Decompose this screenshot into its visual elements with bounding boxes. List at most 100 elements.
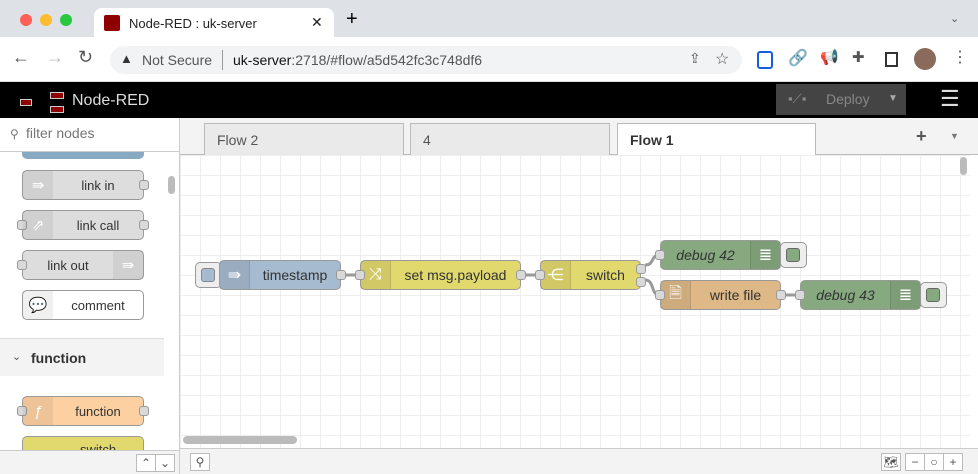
address-bar[interactable]: ▲ Not Secure uk-server:2718/#flow/a5d542… [110,46,742,74]
file-icon: 🗎 [661,281,691,309]
node-write-file[interactable]: 🗎 write file [655,280,786,310]
shuffle-icon: ⤨ [361,261,391,289]
side-panel-icon[interactable] [885,52,898,67]
input-port[interactable] [655,290,665,300]
canvas-vertical-scrollbar[interactable] [960,157,967,175]
node-timestamp[interactable]: ⇛timestamp [219,260,346,290]
node-label: timestamp [262,267,328,283]
input-port[interactable] [795,290,805,300]
flow-canvas[interactable]: ⇛timestamp ⤨ set msg.payload ⋲ switch debu… [180,155,970,448]
app-name: Node-RED [72,92,150,109]
output-port [139,220,149,230]
palette-node-link-call[interactable]: ⇗link call [17,210,149,240]
deploy-label: Deploy [826,91,870,107]
node-label: switch [586,267,625,283]
collapse-all-button[interactable]: ⌃ [136,454,156,472]
node-label: debug 42 [676,247,735,263]
expand-all-button[interactable]: ⌄ [155,454,175,472]
extensions-puzzle-icon[interactable]: ✚ [852,49,865,66]
input-port[interactable] [535,270,545,280]
node-label: link out [47,257,89,273]
deploy-icon: ▪⟋▪ [788,91,807,106]
close-window-button[interactable] [20,14,32,26]
palette-node-partial[interactable] [22,152,144,159]
profile-avatar[interactable] [914,48,936,70]
url-text[interactable]: uk-server:2718/#flow/a5d542fc3c748df6 [233,52,482,68]
filter-nodes-field[interactable]: ⚲ [0,118,179,152]
node-palette: ⚲ ⇛link in ⇗link call link out ⇛ 💬 comment… [0,118,180,474]
zoom-out-button[interactable]: − [905,453,925,471]
security-label[interactable]: Not Secure [142,52,213,68]
browser-menu-icon[interactable]: ⋮ [952,49,968,66]
zoom-reset-button[interactable]: ○ [924,453,944,471]
reload-button[interactable]: ↻ [78,47,94,67]
chevron-down-icon: ⌄ [12,351,22,363]
node-label: link in [81,177,115,193]
inject-button[interactable] [195,262,222,288]
workspace-footer: ⚲ 🗺 − ○ + [180,448,978,474]
node-debug-42[interactable]: debug 42 ≣ [655,240,781,270]
browser-tab[interactable]: Node-RED : uk-server ✕ [94,8,334,38]
input-port[interactable] [355,270,365,280]
node-switch[interactable]: ⋲ switch [535,260,646,290]
search-flows-button[interactable]: ⚲ [190,453,210,471]
navigator-map-button[interactable]: 🗺 [881,453,901,471]
close-tab-icon[interactable]: ✕ [311,14,323,30]
back-button[interactable]: ← [12,47,30,67]
tab-list-chevron-icon[interactable]: ⌄ [950,13,960,25]
input-port [17,220,27,230]
node-red-header: Node-RED ▪⟋▪ Deploy ▼ ☰ [0,82,978,118]
tab-flow-2[interactable]: Flow 2 [204,123,404,155]
deploy-dropdown-icon[interactable]: ▼ [888,93,898,104]
input-port [17,406,27,416]
output-port[interactable] [516,270,526,280]
palette-node-link-in[interactable]: ⇛link in [22,170,149,200]
debug-list-icon: ≣ [750,241,780,269]
comment-icon: 💬 [23,291,53,319]
debug-list-icon: ≣ [890,281,920,309]
deploy-button[interactable]: ▪⟋▪ Deploy ▼ [776,84,906,115]
debug-43-toggle[interactable] [920,282,947,308]
share-icon[interactable]: ⇪ [689,50,701,66]
megaphone-extension-icon[interactable]: 📢 [820,49,839,66]
palette-node-comment[interactable]: 💬 comment [22,290,144,320]
output-port-2[interactable] [636,277,646,287]
category-label: function [31,350,87,366]
workspace-tabs: Flow 2 4 Flow 1 + ▼ [180,118,978,156]
node-label: comment [71,297,125,313]
palette-scrollbar[interactable] [166,156,178,450]
input-port [17,260,27,270]
palette-scroll-thumb[interactable] [168,176,175,194]
bitwarden-extension-icon[interactable] [757,51,773,69]
tab-flow-1[interactable]: Flow 1 [617,123,816,156]
output-port-1[interactable] [636,264,646,274]
tab-4[interactable]: 4 [410,123,610,155]
node-label: set msg.payload [404,267,507,283]
palette-node-switch[interactable]: switch [22,436,144,450]
link-extension-icon[interactable]: 🔗 [788,50,808,67]
filter-nodes-input[interactable] [24,124,164,142]
main-menu-icon[interactable]: ☰ [940,86,960,111]
bookmark-star-icon[interactable]: ☆ [715,51,730,68]
palette-category-function[interactable]: ⌄ function [0,338,164,376]
flow-list-dropdown-icon[interactable]: ▼ [950,131,959,141]
link-out-icon: ⇛ [113,251,143,279]
node-debug-43[interactable]: debug 43≣ [795,280,921,310]
minimize-window-button[interactable] [40,14,52,26]
output-port[interactable] [336,270,346,280]
input-port[interactable] [655,250,665,260]
output-port[interactable] [776,290,786,300]
add-flow-button[interactable]: + [916,126,927,146]
canvas-horizontal-scrollbar[interactable] [183,436,297,444]
browser-tab-bar: Node-RED : uk-server ✕ + ⌄ [0,0,978,38]
maximize-window-button[interactable] [60,14,72,26]
forward-button[interactable]: → [46,47,64,67]
debug-42-toggle[interactable] [780,242,807,268]
switch-icon: ⋲ [541,261,571,289]
new-tab-button[interactable]: + [346,8,358,30]
node-label: write file [709,287,762,303]
node-set-msg-payload[interactable]: ⤨ set msg.payload [355,260,526,290]
palette-node-link-out[interactable]: link out ⇛ [17,250,144,280]
zoom-in-button[interactable]: + [943,453,963,471]
